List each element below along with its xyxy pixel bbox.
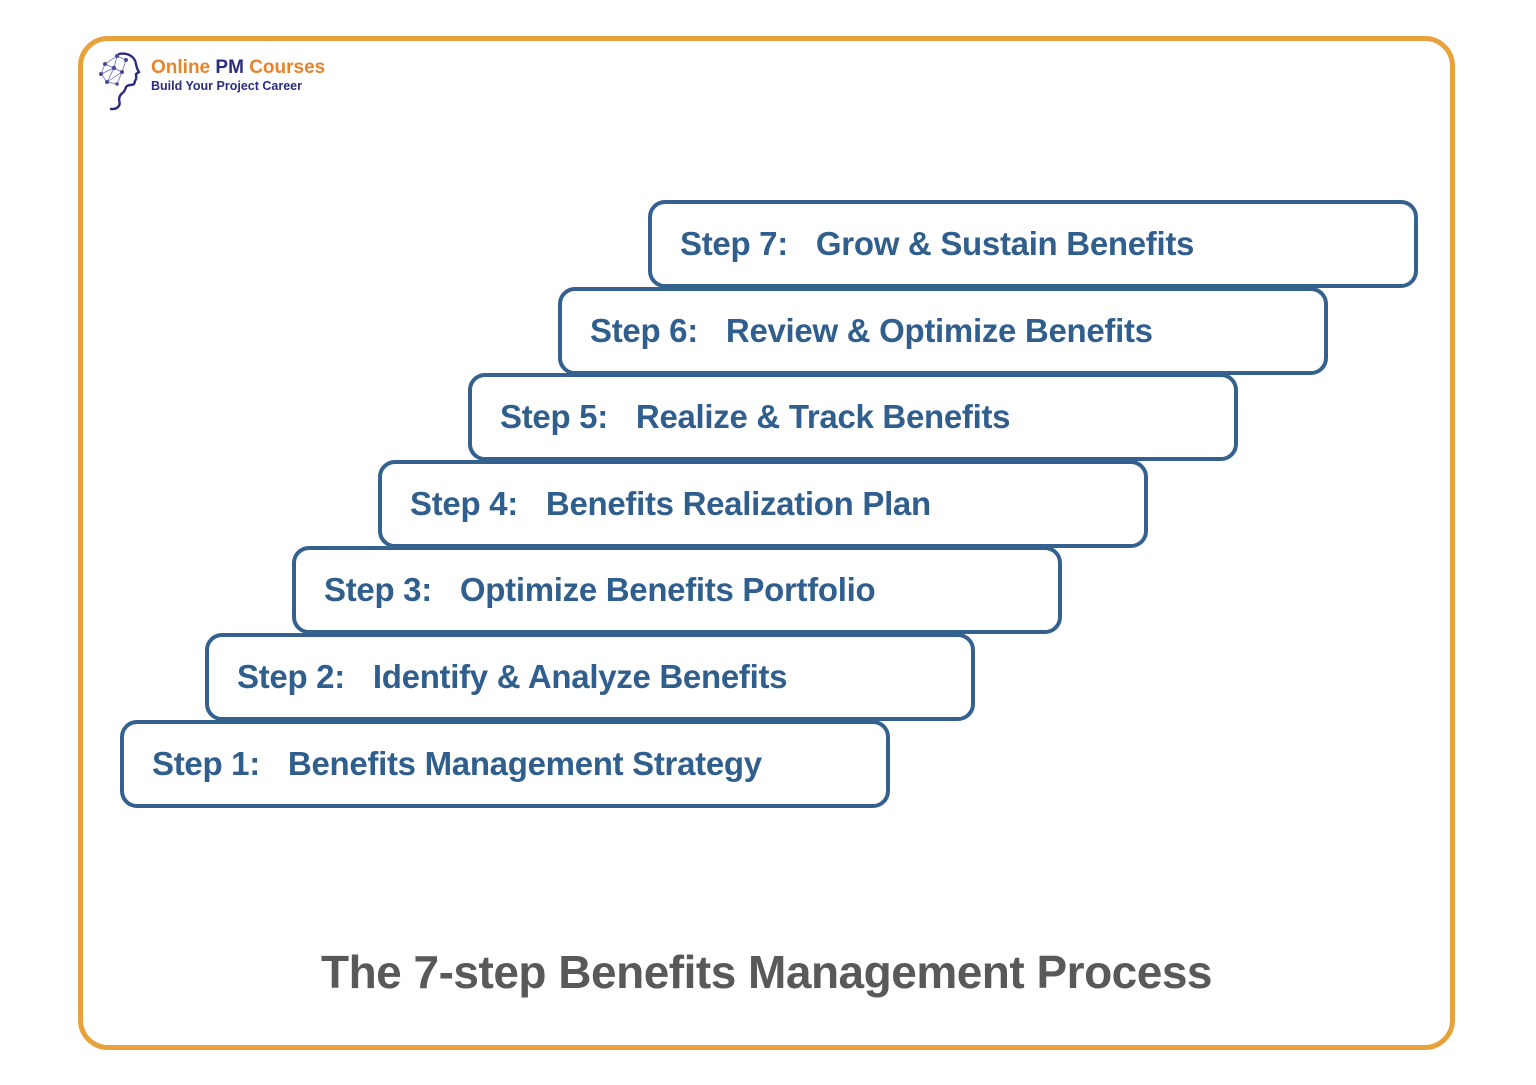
step-number: Step 3: bbox=[324, 571, 432, 608]
step-label: Benefits Management Strategy bbox=[287, 745, 762, 782]
step-label: Review & Optimize Benefits bbox=[725, 312, 1153, 349]
step-number: Step 7: bbox=[680, 225, 788, 262]
step-box-4: Step 4: Benefits Realization Plan bbox=[378, 460, 1148, 548]
step-number: Step 2: bbox=[237, 658, 345, 695]
brand-pm: PM bbox=[215, 57, 244, 78]
step-box-6: Step 6: Review & Optimize Benefits bbox=[558, 287, 1328, 375]
step-box-7: Step 7: Grow & Sustain Benefits bbox=[648, 200, 1418, 288]
step-label: Optimize Benefits Portfolio bbox=[459, 571, 876, 608]
step-box-5: Step 5: Realize & Track Benefits bbox=[468, 373, 1238, 461]
step-label: Benefits Realization Plan bbox=[545, 485, 931, 522]
step-number: Step 1: bbox=[152, 745, 260, 782]
step-box-2: Step 2: Identify & Analyze Benefits bbox=[205, 633, 975, 721]
step-label: Identify & Analyze Benefits bbox=[372, 658, 788, 695]
head-network-icon bbox=[99, 52, 141, 111]
brand-logo: Online PM Courses Build Your Project Car… bbox=[95, 50, 325, 112]
brand-name: Online PM Courses bbox=[151, 57, 326, 79]
brand-online: Online bbox=[151, 57, 211, 78]
brand-text: Online PM Courses Build Your Project Car… bbox=[151, 57, 326, 94]
step-number: Step 6: bbox=[590, 312, 698, 349]
step-box-3: Step 3: Optimize Benefits Portfolio bbox=[292, 546, 1062, 634]
step-number: Step 4: bbox=[410, 485, 518, 522]
diagram-title: The 7-step Benefits Management Process bbox=[320, 946, 1213, 998]
step-box-1: Step 1: Benefits Management Strategy bbox=[120, 720, 890, 808]
step-number: Step 5: bbox=[500, 398, 608, 435]
brand-courses: Courses bbox=[249, 57, 326, 78]
step-label: Grow & Sustain Benefits bbox=[815, 225, 1195, 262]
brand-tagline: Build Your Project Career bbox=[151, 78, 302, 93]
step-label: Realize & Track Benefits bbox=[635, 398, 1011, 435]
